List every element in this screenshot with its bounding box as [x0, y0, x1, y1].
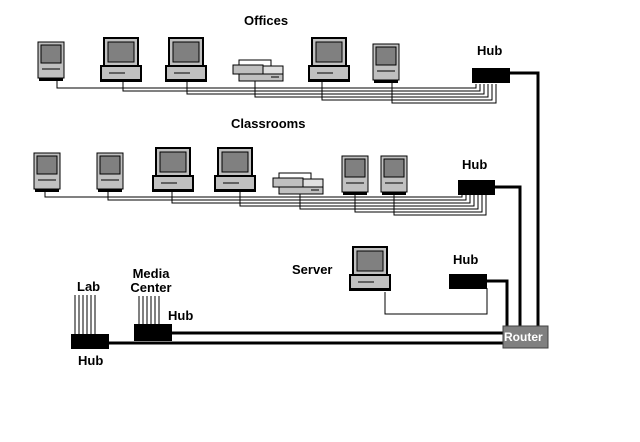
- classrooms-label: Classrooms: [231, 116, 306, 131]
- server-hub-icon: [449, 274, 487, 289]
- media-center-label-line1: Media: [132, 266, 170, 281]
- server-computer-icon: [349, 246, 391, 292]
- lab-hub-icon: [71, 334, 109, 349]
- media-center-hub-icon: [134, 324, 172, 341]
- classroom-computer-4-icon: [214, 147, 256, 193]
- classroom-printer-icon: [272, 172, 324, 195]
- router-label: Router: [504, 330, 543, 344]
- lab-label: Lab: [77, 279, 101, 294]
- classrooms-wiring: [44, 191, 487, 216]
- lab-cables: [74, 295, 96, 335]
- media-center-cables: [138, 296, 160, 325]
- office-computer-3-icon: [165, 37, 207, 83]
- backbone-links: [109, 71, 540, 345]
- server-wiring: [384, 288, 488, 315]
- office-printer-icon: [232, 59, 284, 82]
- offices-wiring: [56, 80, 497, 104]
- classrooms-hub-label: Hub: [462, 157, 488, 172]
- office-computer-5-icon: [372, 43, 400, 84]
- office-computer-1-icon: [37, 41, 65, 82]
- media-center-label-line2: Center: [130, 280, 172, 295]
- classrooms-devices: [33, 147, 408, 196]
- offices-label: Offices: [244, 13, 289, 28]
- office-computer-2-icon: [100, 37, 142, 83]
- classroom-computer-1-icon: [33, 152, 61, 193]
- classroom-computer-3-icon: [152, 147, 194, 193]
- router-icon: [502, 325, 549, 349]
- classroom-computer-5-icon: [341, 155, 369, 196]
- server-hub-label: Hub: [453, 252, 479, 267]
- classrooms-hub-icon: [458, 180, 495, 195]
- offices-hub-icon: [472, 68, 510, 83]
- office-computer-4-icon: [308, 37, 350, 83]
- offices-devices: [37, 37, 400, 84]
- offices-hub-label: Hub: [477, 43, 503, 58]
- server-label: Server: [292, 262, 333, 277]
- lab-hub-label: Hub: [78, 353, 104, 368]
- classroom-computer-2-icon: [96, 152, 124, 193]
- classroom-computer-6-icon: [380, 155, 408, 196]
- media-center-hub-label: Hub: [168, 308, 194, 323]
